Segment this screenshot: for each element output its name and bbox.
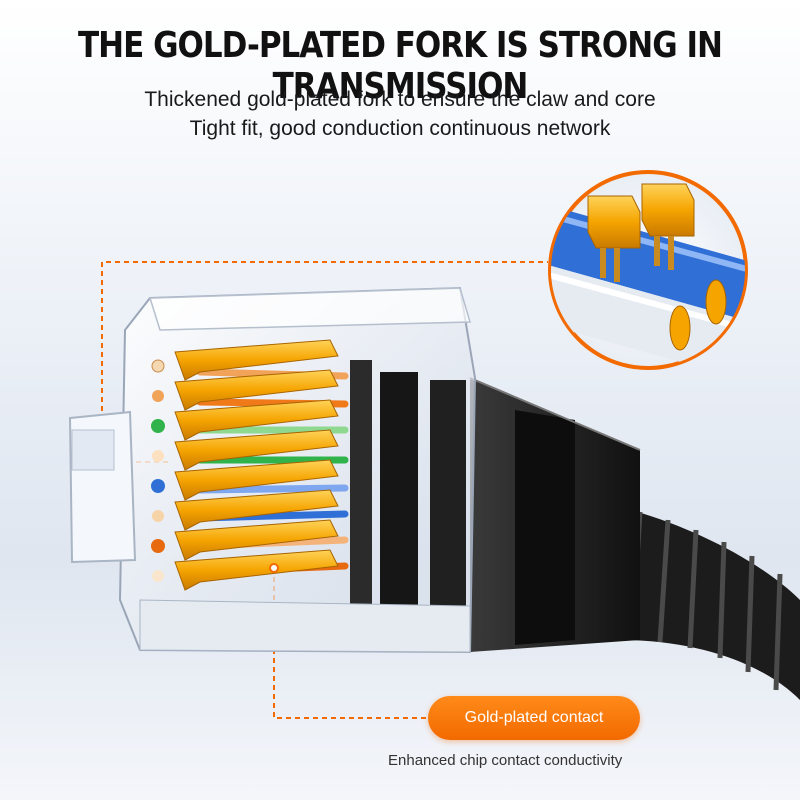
headline: THE GOLD-PLATED FORK IS STRONG IN TRANSM… xyxy=(78,24,723,108)
gold-plated-forks xyxy=(174,339,339,591)
connector-boot xyxy=(469,377,641,652)
subtitle-line-2: Tight fit, good conduction continuous ne… xyxy=(189,117,611,140)
wire-end-dots xyxy=(151,359,165,582)
gold-plated-contact-label: Gold-plated contact xyxy=(428,696,640,740)
magnified-inset xyxy=(548,170,748,370)
dashed-leader-top xyxy=(101,261,548,463)
contact-marker xyxy=(269,563,279,573)
contact-caption: Enhanced chip contact conductivity xyxy=(388,752,623,769)
subtitle-line-1: Thickened gold-plated fork to ensure the… xyxy=(144,88,656,111)
